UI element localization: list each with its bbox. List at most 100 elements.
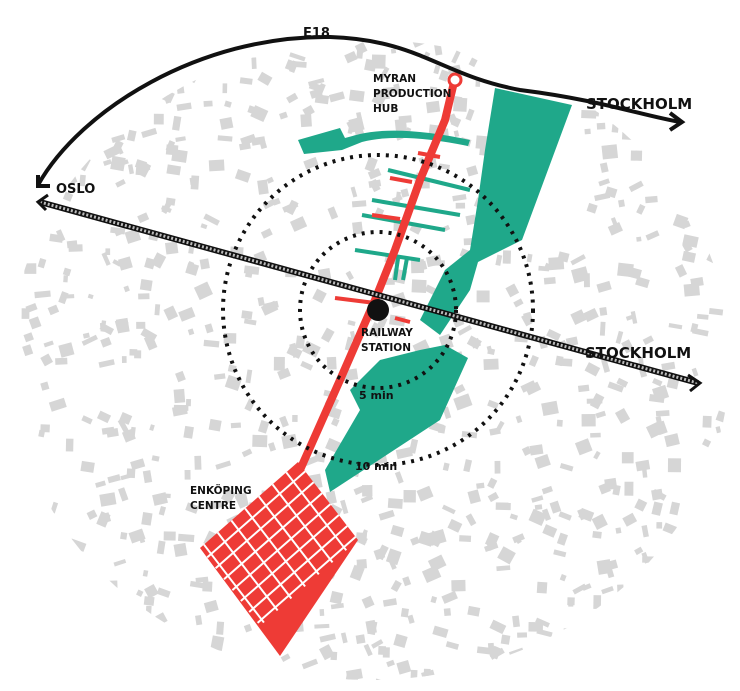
building [42,134,49,142]
building [699,202,707,209]
building [453,96,463,105]
building [430,596,438,604]
building [611,124,619,133]
building [601,358,611,373]
building [193,281,213,301]
building [21,308,30,319]
building [262,300,279,311]
building [23,591,41,602]
building [151,252,167,269]
building [580,654,596,665]
building [101,426,115,435]
building [15,242,29,257]
building [344,50,358,64]
building [350,186,358,198]
building [411,279,427,293]
ring-5-min [298,230,458,390]
building [61,169,73,178]
building [120,532,128,540]
building [243,623,253,633]
building [385,548,402,566]
building [683,545,696,551]
building [568,602,574,607]
building [48,397,67,412]
building [690,276,704,288]
building [190,175,200,190]
building [126,468,136,479]
building [355,532,368,544]
building [62,267,72,277]
building [195,576,209,583]
building [698,492,707,507]
building [289,52,306,62]
building [107,77,119,87]
building [553,549,567,558]
building [592,530,602,539]
building [23,599,37,616]
building [476,290,490,303]
building [77,625,84,634]
building [563,627,571,641]
building [213,373,226,380]
road-arrow-east [668,111,686,132]
building [220,488,236,504]
building [643,68,656,82]
building [534,504,543,511]
building [654,565,667,579]
building [194,455,202,470]
building [546,641,559,651]
building [349,564,365,582]
building [521,445,532,456]
building [596,280,612,293]
building [417,530,435,547]
centre-street [230,519,293,600]
building [651,384,670,402]
building [400,608,409,618]
building [282,201,299,213]
building [277,367,291,380]
building [118,52,124,59]
label-hub-3: HUB [373,103,398,115]
building [502,250,512,264]
building [515,415,523,424]
building [117,418,129,433]
building [687,615,701,623]
building [346,668,363,680]
building [445,673,458,680]
building [103,580,118,593]
building [509,513,519,521]
building [185,262,200,276]
building [40,616,59,633]
building [705,655,723,672]
building [567,70,580,85]
building [558,511,572,521]
building [713,219,725,235]
building [68,244,83,252]
building [683,283,700,297]
building [70,43,83,57]
building [669,501,681,516]
building [40,424,50,433]
label-stockholm-rail: STOCKHOLM [585,344,691,362]
building [367,168,382,180]
building [37,131,52,146]
building [155,612,168,626]
building [438,674,455,680]
building [390,48,397,54]
building [712,570,723,583]
building [622,512,638,527]
building [541,400,559,417]
building [78,72,97,91]
building [584,362,601,377]
building [79,157,91,172]
hub-marker [447,72,463,88]
building [495,254,503,266]
building [76,623,93,635]
building [166,164,182,176]
building [36,152,49,163]
building [447,518,463,533]
building [204,323,214,334]
centre-street [231,503,332,591]
label-station-1: RAILWAY [361,327,413,339]
building [127,164,135,175]
